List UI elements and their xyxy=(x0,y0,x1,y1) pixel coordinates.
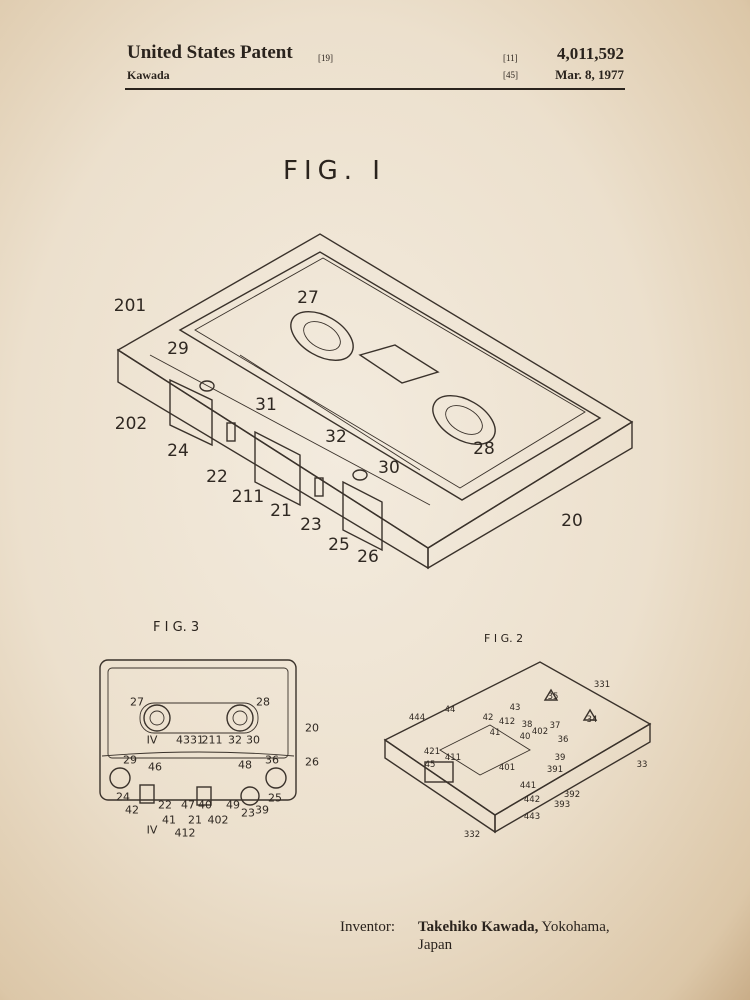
fig2-reference-numeral: 442 xyxy=(523,795,541,805)
fig2-reference-numeral: 401 xyxy=(498,763,516,773)
fig2-reference-numeral: 34 xyxy=(586,715,598,725)
fig3-reference-numeral: 32 xyxy=(228,733,242,747)
fig1-reference-numeral: 26 xyxy=(357,547,379,567)
number-code: [11] xyxy=(503,53,518,63)
fig3-reference-numeral: 412 xyxy=(174,826,196,840)
fig1-reference-numeral: 24 xyxy=(167,441,189,461)
fig1-reference-numeral: 27 xyxy=(297,288,319,308)
fig2-reference-numeral: 412 xyxy=(498,717,516,727)
fig3-reference-numeral: IV xyxy=(146,823,158,837)
fig3-reference-numeral: 24 xyxy=(116,790,130,804)
fig1-reference-numeral: 211 xyxy=(231,487,265,507)
fig1-cassette-drawing xyxy=(116,233,634,570)
fig3-reference-numeral: 41 xyxy=(162,813,176,827)
fig3-cassette-drawing xyxy=(99,659,297,806)
fig2-title: F I G. 2 xyxy=(484,632,524,645)
fig2-reference-numeral: 39 xyxy=(554,753,566,763)
fig2-reference-numeral: 37 xyxy=(549,721,561,731)
fig1-reference-numeral: 28 xyxy=(473,439,495,459)
fig1-reference-numeral: 30 xyxy=(378,458,400,478)
fig1-reference-numeral: 202 xyxy=(114,414,148,434)
fig2-reference-numeral: 411 xyxy=(444,753,462,763)
fig2-reference-numeral: 36 xyxy=(557,735,569,745)
inventor-name: Takehiko Kawada, xyxy=(418,919,539,935)
fig3-reference-numeral: 42 xyxy=(125,803,139,817)
inventor-city: Yokohama, xyxy=(541,919,610,935)
fig2-tray-drawing xyxy=(383,661,652,834)
patent-number: 4,011,592 xyxy=(556,44,624,63)
fig2-reference-numeral: 392 xyxy=(563,790,581,800)
fig2-reference-numeral: 393 xyxy=(553,800,571,810)
fig2-reference-numeral: 331 xyxy=(593,680,611,690)
fig1-reference-numeral: 21 xyxy=(270,501,292,521)
inventor-label: Inventor: xyxy=(340,919,395,935)
fig2-reference-numeral: 332 xyxy=(463,830,481,840)
fig3-reference-numeral: 402 xyxy=(207,813,229,827)
fig3-reference-numeral: 26 xyxy=(305,755,319,769)
fig3-reference-numeral: 23 xyxy=(241,806,255,820)
fig2-reference-numeral: 441 xyxy=(519,781,537,791)
fig2-reference-numeral: 45 xyxy=(424,760,436,770)
fig3-reference-numeral: 47 xyxy=(181,798,195,812)
fig2-reference-numeral: 421 xyxy=(423,747,441,757)
fig2-reference-numeral: 444 xyxy=(408,713,426,723)
fig1-reference-numeral: 22 xyxy=(206,467,228,487)
fig1-reference-numeral: 23 xyxy=(300,515,322,535)
fig1-reference-numeral: 25 xyxy=(328,535,350,555)
fig3-reference-numeral: 25 xyxy=(268,791,282,805)
fig2-reference-numeral: 43 xyxy=(509,703,521,713)
fig1-title: FIG. I xyxy=(283,156,386,186)
fig3-reference-numeral: 39 xyxy=(255,803,269,817)
fig3-reference-numeral: 29 xyxy=(123,753,137,767)
fig3-reference-numeral: 211 xyxy=(201,733,223,747)
fig3-reference-numeral: 48 xyxy=(238,758,252,772)
fig1-reference-numeral: 201 xyxy=(113,296,147,316)
fig3-reference-numeral: 20 xyxy=(305,721,319,735)
fig3-title: F I G. 3 xyxy=(153,620,200,635)
fig3-reference-numeral: 46 xyxy=(148,760,162,774)
fig3-reference-numeral: 40 xyxy=(198,798,212,812)
fig2-reference-numeral: 391 xyxy=(546,765,564,775)
fig3-reference-numeral: 49 xyxy=(226,798,240,812)
fig2-reference-numeral: 33 xyxy=(636,760,648,770)
fig2-reference-numeral: 40 xyxy=(519,732,531,742)
fig2-reference-numeral: 35 xyxy=(547,692,559,702)
date-code: [45] xyxy=(503,70,518,80)
fig2-reference-numeral: 402 xyxy=(531,727,549,737)
fig2-reference-numeral: 41 xyxy=(489,728,501,738)
header-rule xyxy=(125,88,625,90)
patent-date: Mar. 8, 1977 xyxy=(555,67,624,82)
fig2-reference-numeral: 42 xyxy=(482,713,494,723)
fig1-reference-numeral: 29 xyxy=(167,339,189,359)
fig2-reference-numeral: 38 xyxy=(521,720,533,730)
inventor-country: Japan xyxy=(418,937,453,953)
fig3-reference-numeral: 28 xyxy=(256,695,270,709)
fig3-reference-numeral: 30 xyxy=(246,733,260,747)
fig1-reference-numeral: 31 xyxy=(255,395,277,415)
fig3-reference-numeral: IV xyxy=(146,733,158,747)
fig3-reference-numeral: 36 xyxy=(265,753,279,767)
fig3-reference-numeral: 21 xyxy=(188,813,202,827)
patent-title: United States Patent xyxy=(127,42,293,63)
fig3-reference-numeral: 31 xyxy=(190,733,204,747)
fig3-reference-numeral: 43 xyxy=(176,733,190,747)
title-code: [19] xyxy=(318,53,333,63)
fig1-reference-numeral: 20 xyxy=(561,511,583,531)
fig3-reference-numeral: 22 xyxy=(158,798,172,812)
inventor-surname: Kawada xyxy=(127,68,170,82)
fig2-reference-numeral: 44 xyxy=(444,705,456,715)
fig3-reference-numeral: 27 xyxy=(130,695,144,709)
fig2-reference-numeral: 443 xyxy=(523,812,541,822)
fig1-reference-numeral: 32 xyxy=(325,427,347,447)
